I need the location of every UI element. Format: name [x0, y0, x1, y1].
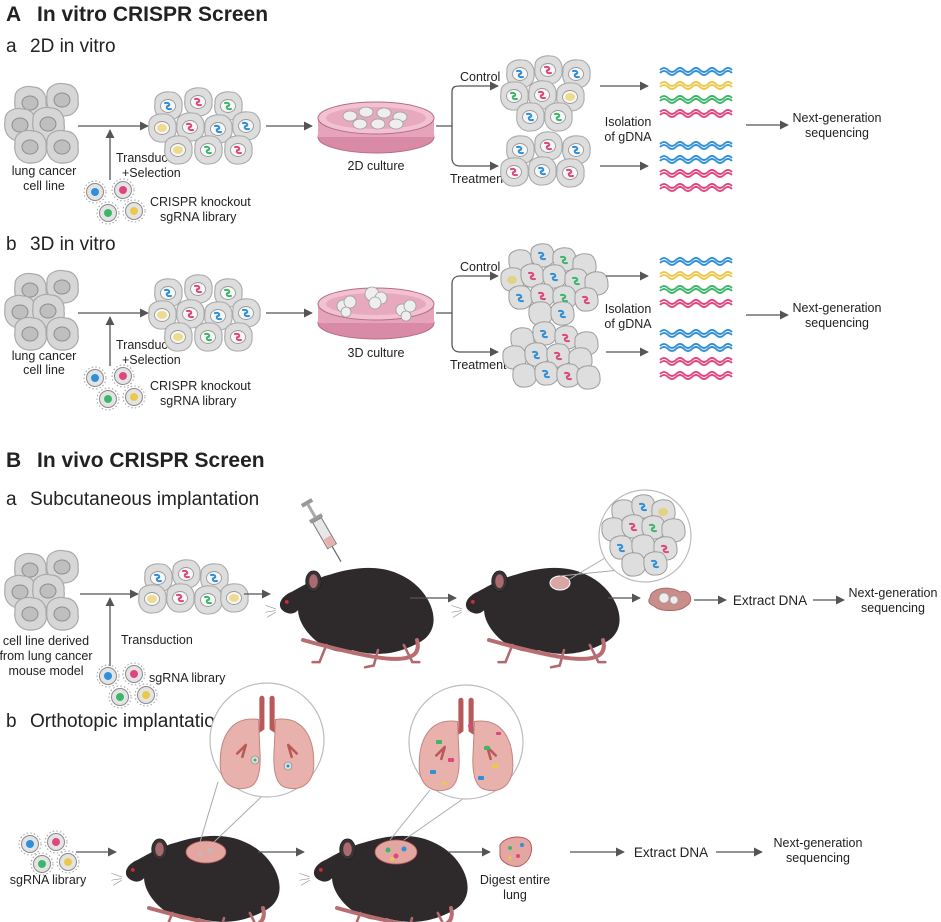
ab-cell-line-label-1: lung cancer [12, 349, 77, 363]
bb-mouse-1 [110, 682, 325, 922]
bb-virus-library [18, 830, 80, 876]
bb-ngs-label-2: sequencing [786, 851, 850, 865]
bb-digest-label-2: lung [503, 888, 527, 902]
ab-treatment-dna [659, 329, 733, 380]
aa-transduced-cells [148, 87, 261, 165]
panel-a-title: In vitro CRISPR Screen [37, 3, 268, 26]
ba-extract-label: Extract DNA [733, 593, 807, 608]
aa-treatment-cells [500, 131, 591, 188]
aa-culture-label: 2D culture [348, 159, 405, 173]
ab-ngs-label-1: Next-generation [793, 301, 882, 315]
ab-library-label-1: CRISPR knockout [150, 379, 251, 393]
ba-excised-tumor [648, 587, 692, 611]
aa-control-dna [659, 67, 733, 118]
panel-b-letter: B [6, 449, 21, 472]
panel-ab-title: 3D in vitro [30, 234, 116, 255]
aa-treatment-arrow [451, 126, 499, 171]
ab-control-arrow [436, 271, 499, 314]
aa-transduction-label-2: +Selection [122, 166, 181, 180]
panel-ba-letter: a [6, 489, 17, 510]
panel-bb-title: Orthotopic implantation [30, 711, 225, 732]
ba-cell-line-label-2: from lung cancer [0, 649, 93, 663]
aa-library-label-1: CRISPR knockout [150, 195, 251, 209]
ab-control-spheroid [500, 243, 609, 326]
aa-control-cells [500, 55, 591, 132]
bb-library-label: sgRNA library [10, 873, 87, 887]
aa-ngs-label-2: sequencing [805, 126, 869, 140]
ab-control-label: Control [460, 260, 500, 274]
ab-treatment-arrow [451, 313, 499, 357]
aa-ngs-label-1: Next-generation [793, 111, 882, 125]
bb-ngs-label-1: Next-generation [774, 836, 863, 850]
aa-lung-cancer-cells [4, 82, 79, 164]
aa-cell-line-label-2: cell line [23, 179, 65, 193]
aa-isolation-label-1: Isolation [605, 115, 652, 129]
ba-virus-library [96, 662, 158, 709]
ba-transduction-label: Transduction [121, 633, 193, 647]
ab-treatment-spheroid [502, 321, 601, 390]
ba-mouse-tumor [450, 489, 692, 669]
aa-control-label: Control [460, 70, 500, 84]
ab-culture-label: 3D culture [348, 346, 405, 360]
bb-digest-label-1: Digest entire [480, 873, 550, 887]
panel-aa-title: 2D in vitro [30, 36, 116, 57]
panel-ba-title: Subcutaneous implantation [30, 489, 259, 510]
ab-virus-library [83, 364, 146, 411]
bb-extract-label: Extract DNA [634, 845, 708, 860]
ab-ngs-label-2: sequencing [805, 316, 869, 330]
aa-cell-line-label-1: lung cancer [12, 164, 77, 178]
ab-isolation-label-2: of gDNA [604, 317, 652, 331]
aa-treatment-label: Treatment [450, 172, 507, 186]
ba-transduced-cells [138, 559, 249, 615]
ba-mouse-cells [4, 549, 79, 631]
ab-control-dna [659, 257, 733, 308]
panel-aa-letter: a [6, 36, 17, 57]
panel-ab-letter: b [6, 234, 17, 255]
ab-isolation-label-1: Isolation [605, 302, 652, 316]
syringe-icon [300, 498, 342, 563]
ba-library-label: sgRNA library [149, 671, 226, 685]
ab-transduction-label-2: +Selection [122, 353, 181, 367]
ab-treatment-label: Treatment [450, 358, 507, 372]
panel-a-letter: A [6, 3, 21, 26]
ab-transduced-cells [148, 274, 261, 352]
panel-b-title: In vivo CRISPR Screen [37, 449, 265, 472]
ab-lung-cancer-cells [4, 269, 79, 351]
ab-library-label-2: sgRNA library [160, 394, 237, 408]
ab-cell-line-label-2: cell line [23, 363, 65, 377]
aa-library-label-2: sgRNA library [160, 210, 237, 224]
ba-ngs-label-2: sequencing [861, 601, 925, 615]
ba-cell-line-label-1: cell line derived [3, 634, 89, 648]
aa-treatment-dna [659, 141, 733, 192]
ba-mouse-injection [264, 498, 435, 669]
aa-isolation-label-2: of gDNA [604, 130, 652, 144]
bb-mouse-2 [298, 684, 524, 922]
ba-ngs-label-1: Next-generation [849, 586, 938, 600]
aa-virus-library [83, 178, 146, 225]
ba-cell-line-label-3: mouse model [8, 664, 83, 678]
aa-culture-dish [317, 101, 435, 154]
ab-culture-dish [317, 286, 435, 340]
bb-excised-lung [499, 836, 533, 867]
panel-bb-letter: b [6, 711, 17, 732]
aa-control-arrow [436, 81, 499, 127]
